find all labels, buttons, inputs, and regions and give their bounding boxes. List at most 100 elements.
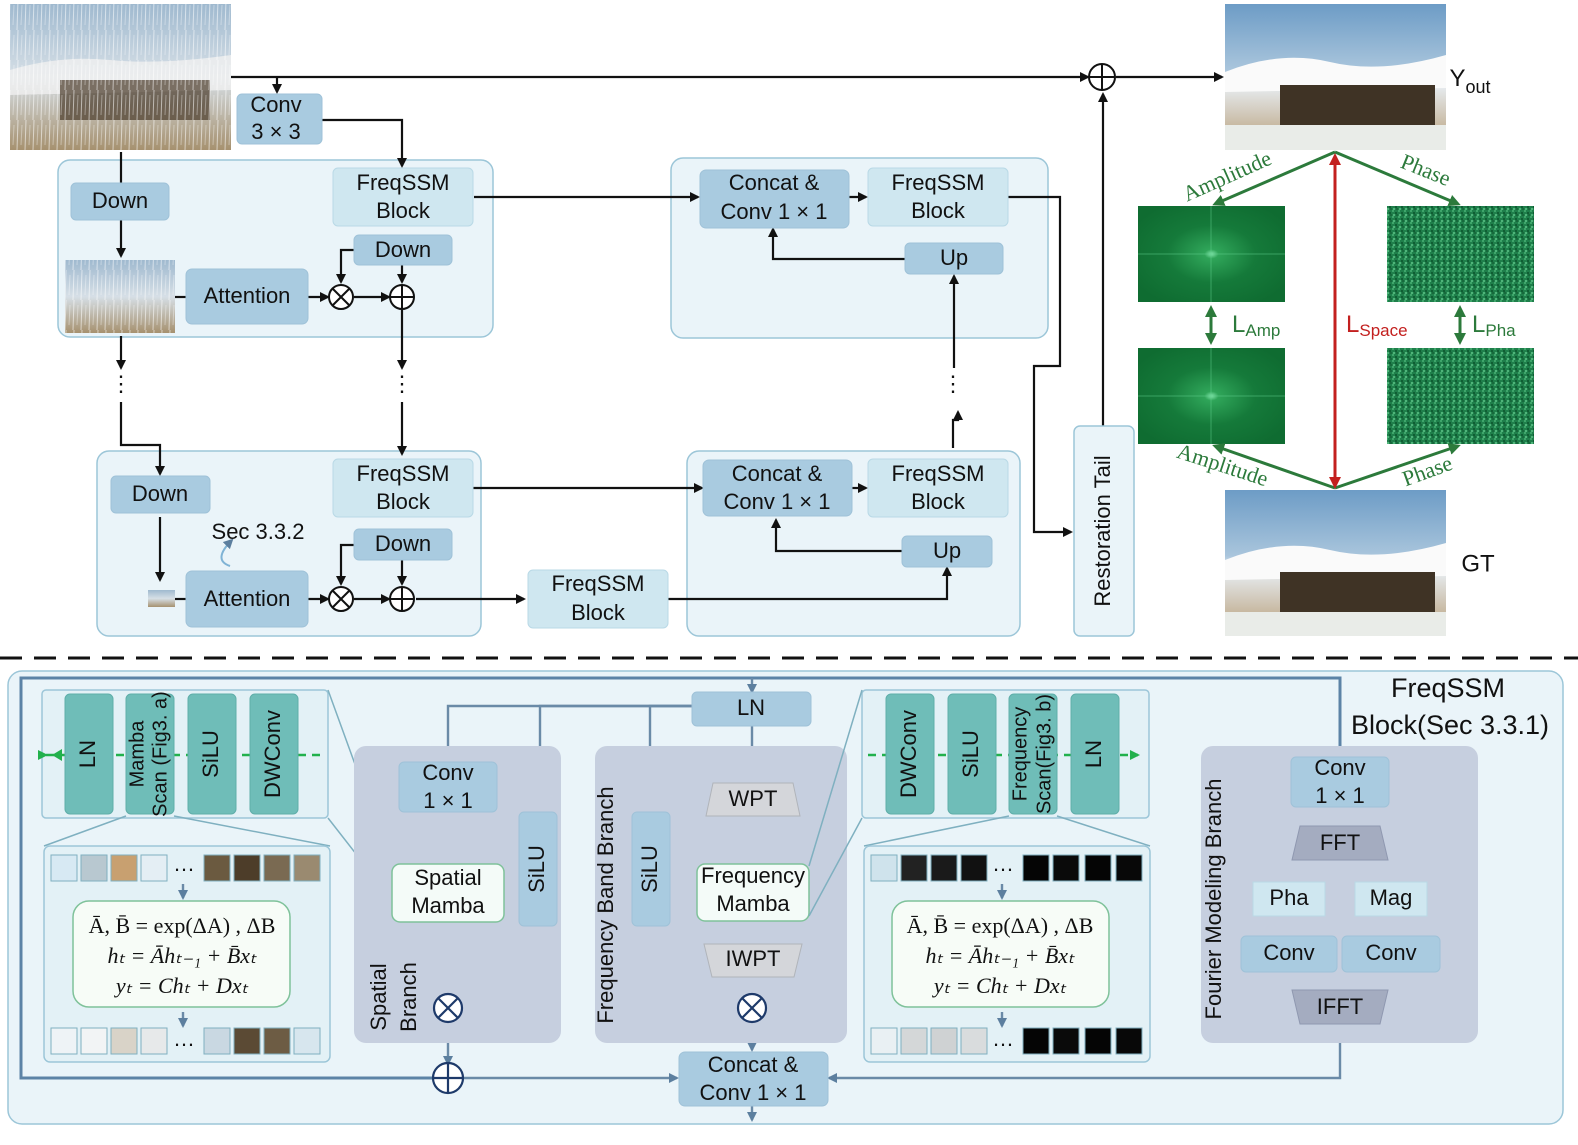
dec1-freqssm-box (867, 167, 1009, 227)
right-dwconv-box (885, 693, 935, 815)
ssm-equation-line1: Ā, B̄ = exp(ΔA) , ΔB (89, 913, 276, 938)
dec2-freqssm-box (867, 458, 1009, 518)
right-frequency-scan-box (1008, 693, 1058, 815)
left-dwconv-label: DWConv (260, 710, 285, 798)
l-space-label: LSpace (1346, 311, 1408, 340)
zoom-line (808, 689, 863, 867)
frequency-scan-patches-top (870, 854, 1143, 882)
bottleneck-freqssm-box (527, 569, 669, 629)
amplitude-label-bottom: Amplitude (1174, 438, 1271, 491)
spatial-mamba-line2: Mamba (411, 893, 485, 918)
spatial-branch-label-2: Branch (396, 962, 421, 1032)
ssm-equation-line3: yₜ = Chₜ + Dxₜ (114, 973, 249, 998)
fourier-conv-a-box (1240, 935, 1338, 973)
ellipsis-vertical: ⋮ (942, 371, 964, 396)
enc2-attention-box (185, 570, 309, 628)
multiply-icon (736, 992, 768, 1024)
ssm-equation-line2: hₜ = Āhₜ₋₁ + B̄xₜ (107, 943, 257, 968)
iwpt-box (703, 943, 803, 978)
dec2-up-box (901, 535, 993, 568)
top-connections: ⋮ ⋮ ⋮ (110, 72, 1224, 604)
right-ln-box (1070, 693, 1120, 815)
iwpt-label: IWPT (726, 946, 781, 971)
ifft-label: IFFT (1317, 994, 1363, 1019)
zoom-line (863, 815, 1010, 847)
restoration-tail-box (1073, 425, 1135, 637)
dec2-up-label: Up (933, 538, 961, 563)
dec2-freqssm-line2: Block (911, 489, 966, 514)
add-icon (1088, 63, 1116, 91)
multiply-icon (432, 992, 464, 1024)
left-ln-label: LN (75, 740, 100, 768)
frequency-mamba-box (696, 863, 810, 922)
left-mamba-scan-box (125, 693, 175, 815)
pha-label: Pha (1269, 885, 1309, 910)
enc2-down-label: Down (132, 481, 188, 506)
arrow-left-icon (52, 749, 62, 761)
bottleneck-line1: FreqSSM (552, 571, 645, 596)
ellipsis: … (173, 851, 195, 876)
phase-label-top: Phase (1397, 149, 1454, 191)
conv-3x3-line1: Conv (250, 92, 301, 117)
zoom-line (43, 815, 127, 847)
frequency-mamba-line1: Frequency (701, 863, 805, 888)
enc1-freqssm-box (332, 167, 474, 227)
right-silu-label: SiLU (958, 730, 983, 778)
enc1-down2-box (353, 234, 453, 266)
dec2-freqssm-line1: FreqSSM (892, 461, 985, 486)
dec1-up-box (904, 242, 1004, 275)
enc1-down-box (70, 182, 170, 221)
spatial-conv-1x1-box (398, 761, 498, 813)
conv-3x3-box (236, 93, 323, 145)
spatial-silu-label: SiLU (524, 845, 549, 893)
left-silu-label: SiLU (198, 730, 223, 778)
freqssm-title-line1: FreqSSM (1391, 673, 1505, 703)
enc1-attention-box (185, 268, 309, 325)
ln-box (691, 691, 812, 727)
mag-box (1354, 881, 1428, 917)
mag-label: Mag (1370, 885, 1413, 910)
ssm-equation-line3: yₜ = Chₜ + Dxₜ (932, 973, 1067, 998)
left-silu-box (187, 693, 237, 815)
dec1-freqssm-line2: Block (911, 198, 966, 223)
freq-silu-label: SiLU (637, 845, 662, 893)
fft-label: FFT (1320, 830, 1360, 855)
phase-spectrum-out (1387, 206, 1534, 302)
right-frequency-label: Frequency (1009, 707, 1031, 802)
spatial-conv-line2: 1 × 1 (423, 788, 473, 813)
spatial-silu-box (518, 811, 558, 927)
zoom-line (173, 815, 331, 847)
dec1-concat-line1: Concat & (729, 170, 820, 195)
spatial-mamba-line1: Spatial (414, 865, 481, 890)
fourier-conv-1x1-box (1290, 756, 1390, 808)
right-dwconv-label: DWConv (896, 710, 921, 798)
final-concat-box (678, 1051, 829, 1107)
multiply-icon (328, 284, 354, 310)
frequency-mamba-line2: Mamba (716, 891, 790, 916)
enc1-down-label: Down (92, 188, 148, 213)
enc1-attention-label: Attention (204, 283, 291, 308)
enc1-down2-label: Down (375, 237, 431, 262)
y-out-label: Yout (1449, 65, 1490, 96)
fourier-conv-b-box (1341, 935, 1441, 973)
ssm-equation-line1: Ā, B̄ = exp(ΔA) , ΔB (907, 913, 1094, 938)
enc2-attention-label: Attention (204, 586, 291, 611)
ellipsis: … (992, 851, 1014, 876)
spatial-branch-label-1: Spatial (366, 963, 391, 1030)
input-rainy-image (10, 4, 231, 150)
enc2-freqssm-line2: Block (376, 489, 431, 514)
freqssm-title-line2: Block(Sec 3.3.1) (1351, 710, 1549, 740)
amplitude-label-top: Amplitude (1179, 145, 1275, 206)
enc2-down2-box (353, 528, 453, 561)
fourier-conv-a-label: Conv (1263, 940, 1314, 965)
fourier-branch-label: Fourier Modeling Branch (1201, 779, 1226, 1020)
right-scan-label: Scan(Fig3. b) (1033, 694, 1055, 814)
enc2-freqssm-box (332, 458, 474, 518)
fourier-conv-line1: Conv (1314, 755, 1365, 780)
fourier-conv-line2: 1 × 1 (1315, 783, 1365, 808)
loss-arrows (1205, 150, 1466, 490)
wpt-box (705, 782, 801, 817)
enc1-freqssm-line1: FreqSSM (357, 170, 450, 195)
phase-spectrum-gt (1387, 348, 1534, 444)
